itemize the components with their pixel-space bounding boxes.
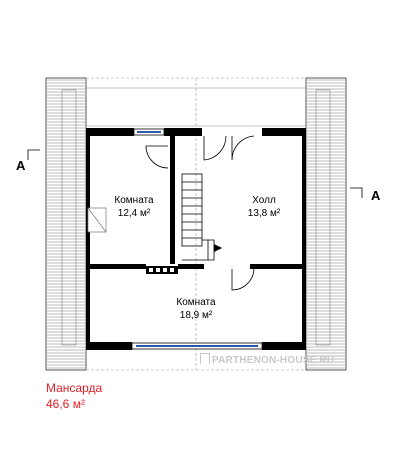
staircase bbox=[181, 173, 215, 261]
walls bbox=[86, 128, 306, 350]
room-2-label: Холл 13,8 м² bbox=[234, 194, 294, 220]
floor-area: 46,6 м² bbox=[46, 397, 85, 411]
window-glass-bottom bbox=[136, 345, 258, 347]
room-1-label: Комната 12,4 м² bbox=[104, 194, 164, 220]
section-mark-right: A bbox=[371, 188, 381, 203]
window-glass-top bbox=[137, 131, 161, 133]
section-mark-left: A bbox=[16, 158, 26, 173]
room-1-name: Комната bbox=[114, 195, 154, 206]
room-3-area: 18,9 м² bbox=[179, 310, 213, 321]
watermark: PARTHENON-HOUSE.RU bbox=[200, 353, 334, 366]
watermark-text: PARTHENON-HOUSE.RU bbox=[212, 355, 335, 366]
stair-arrow bbox=[214, 244, 222, 252]
room-1-area: 12,4 м² bbox=[117, 208, 151, 219]
floor-name: Мансарда bbox=[46, 381, 103, 395]
roof-hatching bbox=[47, 79, 345, 369]
axis-lines bbox=[86, 77, 306, 371]
watermark-icon bbox=[200, 353, 210, 364]
room-2-name: Холл bbox=[252, 195, 276, 206]
floor-label: Мансарда 46,6 м² bbox=[46, 380, 102, 412]
room-3-label: Комната 18,9 м² bbox=[164, 296, 228, 322]
section-mark-right-line bbox=[350, 187, 363, 198]
room-2-area: 13,8 м² bbox=[247, 208, 281, 219]
doors bbox=[145, 135, 255, 291]
stair-railing bbox=[146, 266, 178, 274]
room-3-name: Комната bbox=[176, 297, 216, 308]
section-mark-left-line bbox=[27, 149, 40, 160]
dormer bbox=[87, 207, 107, 233]
